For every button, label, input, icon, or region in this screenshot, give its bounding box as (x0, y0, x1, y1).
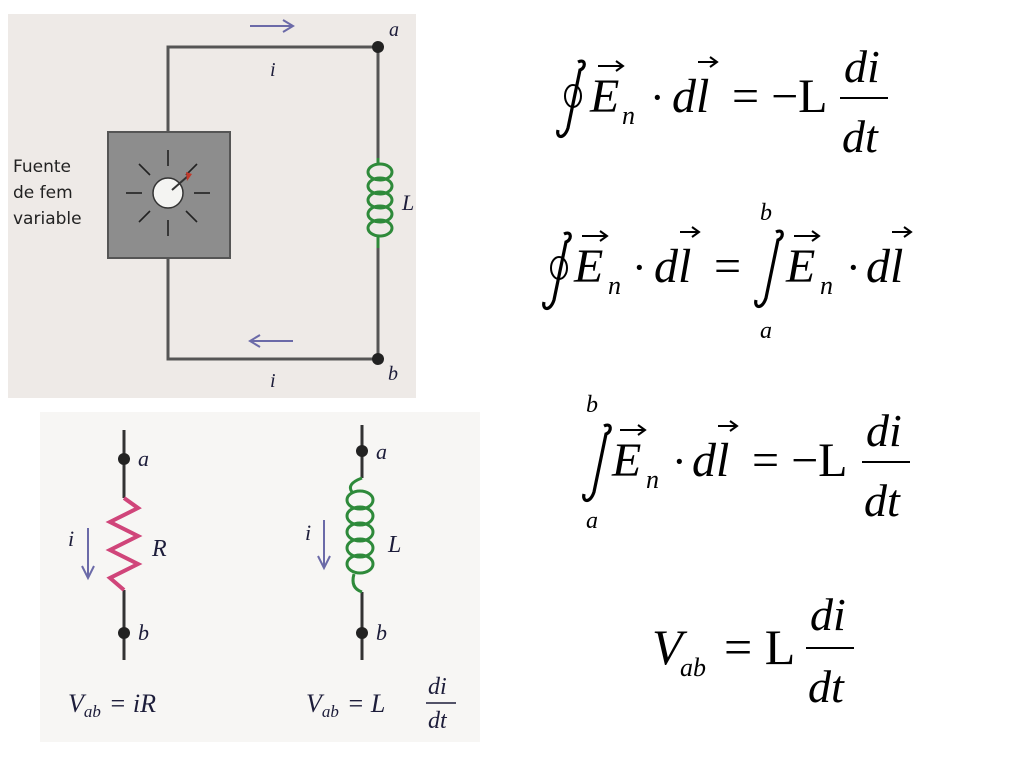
eq4-lhs: V (652, 619, 688, 675)
eq1-num: di (844, 41, 880, 92)
current-arrow-bottom (248, 334, 293, 348)
inductor-coil (366, 158, 394, 248)
inductor-node-b (356, 627, 368, 639)
circuit-wire-top (166, 45, 380, 158)
eq3-num: di (866, 405, 902, 456)
contour-integral-sign-2 (542, 231, 572, 311)
equation-1: E n · dl = −L di dt (556, 41, 888, 162)
circuit-wire-bottom (166, 258, 378, 361)
resistor-label: R (151, 536, 167, 562)
resistor-node-a (118, 453, 130, 465)
resistor-element: a b R i Vab= iR (68, 430, 167, 721)
current-arrow-top (250, 19, 295, 33)
eq4-num: di (810, 589, 846, 640)
eq2-field-right-sub: n (820, 271, 833, 300)
resistor-formula: Vab= iR (68, 689, 156, 721)
eq4-sub: ab (680, 653, 706, 682)
eq3-lower: a (586, 508, 598, 534)
resistor-zigzag (105, 496, 143, 592)
equation-4: V ab = L di dt (652, 589, 854, 712)
node-a-label: a (389, 19, 399, 41)
eq1-field-sub: n (622, 101, 635, 130)
resistor-node-a-label: a (138, 446, 149, 471)
eq2-dot: · (632, 243, 647, 292)
eq1-dl: dl (672, 70, 709, 123)
inductor-node-b-label: b (376, 620, 387, 645)
resistor-node-b-label: b (138, 620, 149, 645)
inductor-formula-den: dt (428, 708, 448, 734)
eq2-dl: dl (654, 240, 691, 293)
eq4-den: dt (808, 661, 845, 712)
inductor-formula-num: di (428, 674, 447, 700)
eq3-dot: · (672, 437, 687, 486)
eq3-upper: b (586, 392, 598, 418)
eq3-rel: = −L (752, 434, 847, 487)
eq1-den: dt (842, 111, 879, 162)
contour-integral-sign-1 (556, 59, 586, 139)
current-label-top: i (270, 59, 276, 81)
resistor-current-label: i (68, 526, 74, 551)
eq2-dot-right: · (846, 243, 861, 292)
eq1-rel: = −L (732, 70, 827, 123)
eq3-field: E (611, 434, 641, 487)
source-label-line3: variable (13, 209, 82, 229)
source-label-line2: de fem (13, 183, 73, 203)
inductor-current-label: i (305, 520, 311, 545)
eq3-dl: dl (692, 434, 729, 487)
eq2-rel: = (714, 240, 741, 293)
node-b-dot (372, 353, 384, 365)
eq1-dot: · (650, 73, 665, 122)
lamp-icon (126, 150, 210, 236)
inductor-node-a-label: a (376, 439, 387, 464)
eq3-den: dt (864, 475, 901, 526)
eq3-field-sub: n (646, 465, 659, 494)
source-label-line1: Fuente (13, 157, 71, 177)
equation-2: E n · dl = b a E n · dl (542, 200, 913, 344)
inductor-formula: Vab= L (306, 689, 385, 721)
eq2-upper: b (760, 200, 772, 226)
eq2-field-sub: n (608, 271, 621, 300)
inductor-element: a b L i Vab= L di dt (305, 425, 456, 734)
inductor-label: L (401, 190, 414, 215)
equation-3: b a E n · dl = −L di dt (582, 392, 910, 534)
eq4-rel: = L (724, 619, 795, 675)
node-b-label: b (388, 363, 398, 385)
integral-sign-2 (754, 229, 784, 309)
inductor-element-coil (345, 476, 375, 594)
eq2-field-right: E (785, 240, 815, 293)
eq2-dl-right: dl (866, 240, 903, 293)
inductor-node-a (356, 445, 368, 457)
eq2-field: E (573, 240, 603, 293)
current-label-bottom: i (270, 370, 276, 392)
resistor-current-arrow (81, 528, 95, 581)
circuit-diagram: Fuente de fem variable i i a b L (13, 19, 414, 392)
inductor-element-label: L (387, 532, 401, 558)
inductor-current-arrow (317, 520, 331, 571)
integral-sign-3 (582, 423, 612, 503)
node-a-dot (372, 41, 384, 53)
eq2-lower: a (760, 318, 772, 344)
eq1-field: E (589, 70, 619, 123)
resistor-node-b (118, 627, 130, 639)
